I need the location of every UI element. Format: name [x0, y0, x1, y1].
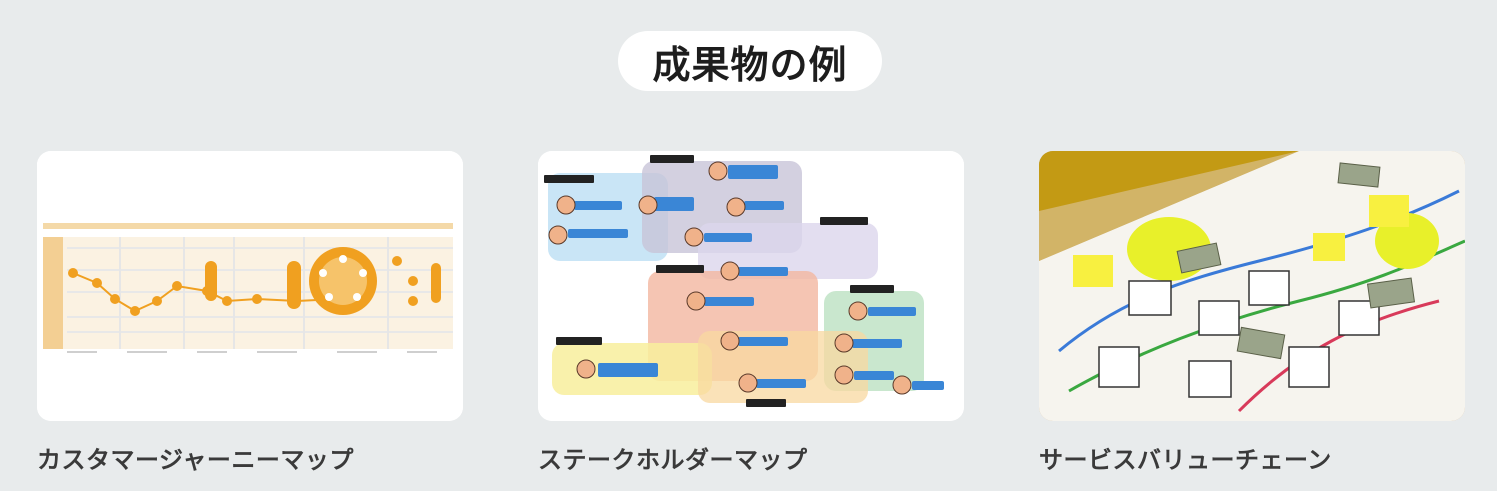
- example-card-stakeholder-map[interactable]: [538, 151, 964, 421]
- section-title: 成果物の例: [618, 31, 882, 91]
- service-value-chain-photo: [1039, 151, 1465, 421]
- caption-customer-journey-map[interactable]: カスタマージャーニーマップ: [37, 446, 354, 474]
- customer-journey-map-thumbnail: [37, 151, 463, 421]
- caption-stakeholder-map[interactable]: ステークホルダーマップ: [538, 446, 808, 474]
- example-card-service-value-chain[interactable]: [1039, 151, 1465, 421]
- example-card-customer-journey-map[interactable]: [37, 151, 463, 421]
- stakeholder-map-thumbnail: [538, 151, 964, 421]
- caption-service-value-chain[interactable]: サービスバリューチェーン: [1039, 446, 1332, 474]
